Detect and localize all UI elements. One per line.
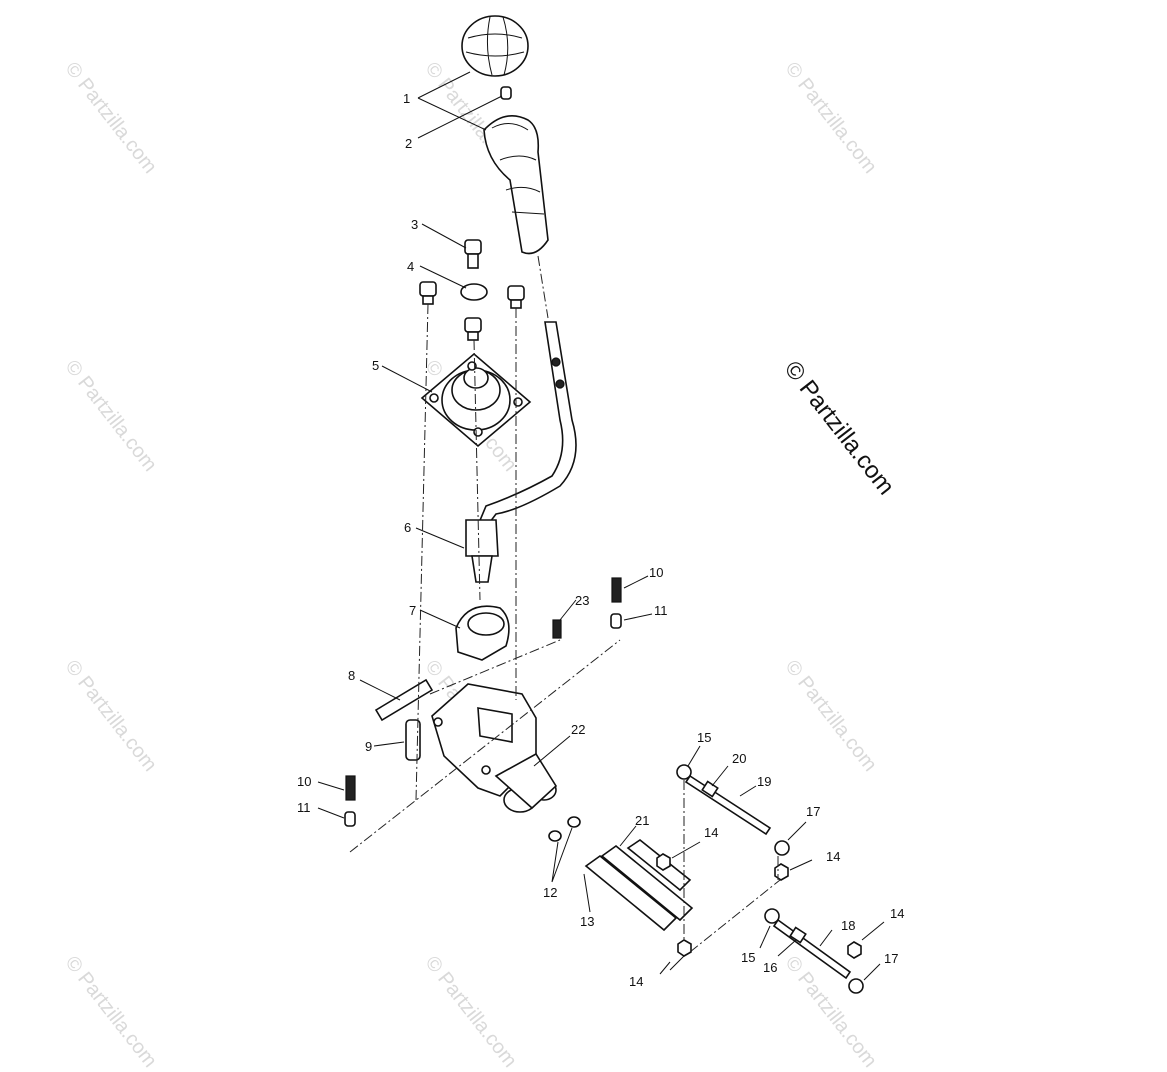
exploded-view-drawing: [317, 15, 885, 994]
callout-23: 23: [575, 593, 590, 608]
callout-7: 7: [409, 603, 417, 618]
washer: [548, 816, 581, 842]
bolt: [419, 239, 525, 341]
plunger: [344, 613, 622, 827]
callout-14-d: 14: [629, 974, 644, 989]
callout-2: 2: [405, 136, 413, 151]
callout-16: 16: [763, 960, 778, 975]
callout-12: 12: [543, 885, 558, 900]
rod-end: [676, 764, 864, 994]
pin: [374, 678, 434, 722]
knob-screw: [500, 86, 512, 100]
callout-18: 18: [841, 918, 856, 933]
jam-nut: [701, 780, 807, 944]
shifter-housing: [431, 683, 558, 813]
callout-14-b: 14: [826, 849, 841, 864]
pivot-block: [455, 605, 510, 661]
callout-11: 11: [654, 603, 668, 618]
callout-13: 13: [580, 914, 595, 929]
shift-knob: [461, 15, 529, 77]
callout-15-a: 15: [697, 730, 712, 745]
dowel: [405, 719, 421, 761]
callout-8: 8: [348, 668, 356, 683]
callout-17-a: 17: [806, 804, 821, 819]
boot-plate: [420, 352, 532, 448]
clamp-ring: [460, 283, 488, 301]
spring: [345, 577, 622, 801]
callout-21: 21: [635, 813, 650, 828]
callout-22: 22: [571, 722, 586, 737]
shift-boot: [483, 114, 549, 255]
shift-rail: [584, 839, 694, 932]
callout-15-b: 15: [741, 950, 756, 965]
callout-9: 9: [365, 739, 373, 754]
callout-1: 1: [403, 91, 411, 106]
callout-4: 4: [407, 259, 415, 274]
callout-17-b: 17: [884, 951, 899, 966]
tie-rod: [684, 774, 852, 980]
parts-diagram: © Partzilla.com © Partzilla.com © Partzi…: [61, 15, 905, 1072]
shift-lever: [465, 321, 577, 583]
callout-5: 5: [372, 358, 380, 373]
callout-20: 20: [732, 751, 747, 766]
callout-3: 3: [411, 217, 419, 232]
centerlines: [349, 255, 781, 953]
callout-10: 10: [649, 565, 664, 580]
callout-14-c: 14: [890, 906, 905, 921]
callout-14-a: 14: [704, 825, 719, 840]
leader-lines: [317, 71, 885, 981]
callout-10-lower: 10: [297, 774, 312, 789]
nut: [656, 853, 862, 959]
callout-19: 19: [757, 774, 772, 789]
callout-11-lower: 11: [297, 800, 311, 815]
callout-6: 6: [404, 520, 412, 535]
